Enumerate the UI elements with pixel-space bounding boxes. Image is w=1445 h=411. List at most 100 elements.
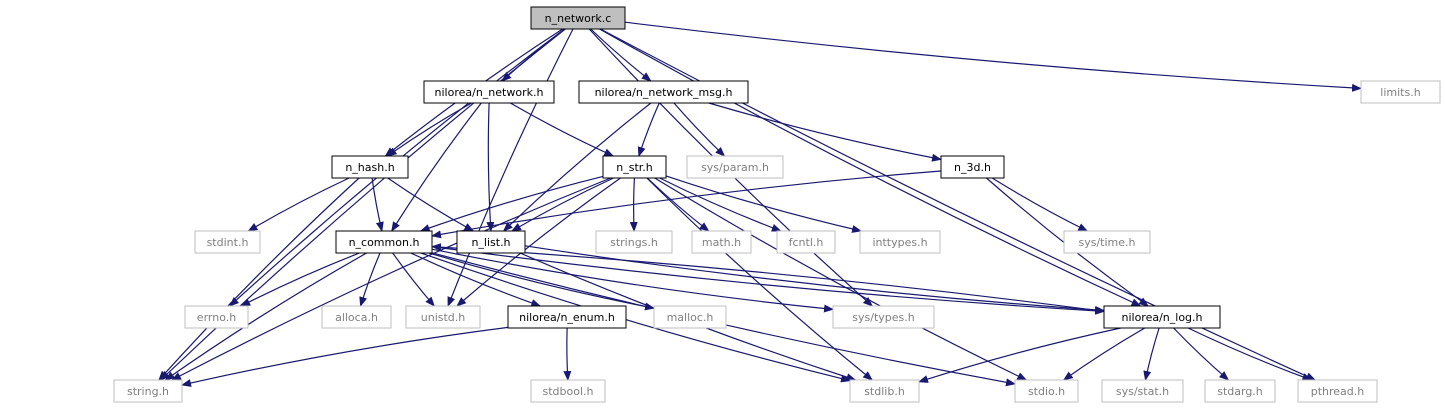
edge-n_common_h-to-sys_types_h: [431, 248, 834, 313]
node-nilorea-n-network-msg-h[interactable]: nilorea/n_network_msg.h: [578, 80, 749, 104]
node-box: [849, 379, 920, 403]
edge-n_network_c-to-string_h: [159, 28, 566, 381]
node-box: [940, 155, 1005, 179]
edge-nilorea_n_log_h-to-stdlib_h: [918, 327, 1121, 383]
node-string-h: string.h: [113, 379, 183, 403]
edges: [158, 21, 1362, 387]
node-label: sys/types.h: [852, 311, 914, 324]
node-stdarg-h: stdarg.h: [1204, 379, 1276, 403]
node-label: stdbool.h: [543, 385, 594, 398]
edge-n_network_c-to-limits_h: [624, 21, 1362, 92]
node-alloca-h: alloca.h: [321, 305, 392, 329]
node-box: [335, 230, 433, 254]
edge-n_str_h-to-stdio_h: [654, 177, 1028, 381]
edge-nilorea_n_enum_h-to-stdbool_h: [563, 327, 572, 381]
node-box: [602, 155, 667, 179]
edge-n_str_h-to-n_common_h: [419, 175, 604, 232]
node-label: sys/time.h: [1079, 236, 1136, 249]
node-box: [653, 305, 727, 329]
node-strings-h: strings.h: [595, 230, 673, 254]
edge-nilorea_n_network_h-to-n_common_h: [391, 102, 482, 232]
node-box: [194, 230, 261, 254]
node-label: fcntl.h: [789, 236, 824, 249]
node-stdbool-h: stdbool.h: [530, 379, 606, 403]
edge-n_str_h-to-unistd_h: [456, 177, 621, 307]
node-label: math.h: [702, 236, 741, 249]
edge-n_common_h-to-nilorea_n_log_h: [431, 246, 1105, 315]
node-box: [578, 80, 749, 104]
edge-nilorea_n_network_msg_h-to-sys_param_h: [673, 102, 726, 157]
node-box: [1204, 379, 1276, 403]
node-label: n_3d.h: [954, 161, 991, 174]
edge-n_hash_h-to-n_common_h: [371, 177, 384, 232]
node-n-str-h[interactable]: n_str.h: [602, 155, 667, 179]
node-unistd-h: unistd.h: [405, 305, 481, 329]
node-malloc-h: malloc.h: [653, 305, 727, 329]
edge-n_common_h-to-unistd_h: [392, 252, 435, 307]
node-label: n_str.h: [616, 161, 653, 174]
edge-nilorea_n_enum_h-to-string_h: [181, 326, 509, 387]
node-label: inttypes.h: [872, 236, 927, 249]
node-label: nilorea/n_network.h: [435, 86, 544, 99]
node-box: [1063, 230, 1151, 254]
node-nilorea-n-log-h[interactable]: nilorea/n_log.h: [1103, 305, 1221, 329]
node-box: [530, 6, 626, 30]
node-box: [859, 230, 941, 254]
node-box: [456, 230, 526, 254]
node-box: [1297, 379, 1378, 403]
node-box: [331, 155, 409, 179]
node-label: alloca.h: [335, 311, 378, 324]
node-n-common-h[interactable]: n_common.h: [335, 230, 433, 254]
edge-n_list_h-to-nilorea_n_log_h: [524, 245, 1105, 314]
edge-n_common_h-to-alloca_h: [359, 252, 381, 307]
edge-n_str_h-to-string_h: [171, 177, 611, 381]
node-box: [595, 230, 673, 254]
node-label: pthread.h: [1311, 385, 1365, 398]
node-box: [405, 305, 481, 329]
node-math-h: math.h: [691, 230, 752, 254]
node-nilorea-n-network-h[interactable]: nilorea/n_network.h: [423, 80, 555, 104]
edge-n_str_h-to-n_list_h: [511, 177, 614, 232]
edge-nilorea_n_log_h-to-n_common_h: [431, 243, 1105, 312]
edge-n_common_h-to-errno_h: [240, 252, 360, 307]
node-errno-h: errno.h: [184, 305, 249, 329]
node-box: [1014, 379, 1079, 403]
node-label: sys/param.h: [701, 161, 769, 174]
node-label: nilorea/n_network_msg.h: [595, 86, 733, 99]
node-label: stdlib.h: [864, 385, 905, 398]
node-box: [1103, 305, 1221, 329]
node-box: [113, 379, 183, 403]
edge-n_3d_h-to-n_common_h: [431, 170, 942, 239]
edge-nilorea_n_log_h-to-stdio_h: [1062, 327, 1146, 381]
node-n-hash-h[interactable]: n_hash.h: [331, 155, 409, 179]
node-label: strings.h: [610, 236, 658, 249]
edge-nilorea_n_log_h-to-stdarg_h: [1173, 327, 1230, 381]
node-fcntl-h: fcntl.h: [776, 230, 836, 254]
node-limits-h: limits.h: [1360, 80, 1441, 104]
edge-n_hash_h-to-string_h: [158, 177, 360, 381]
node-label: malloc.h: [667, 311, 714, 324]
node-sys-param-h: sys/param.h: [686, 155, 784, 179]
node-label: n_hash.h: [345, 161, 394, 174]
node-n-3d-h[interactable]: n_3d.h: [940, 155, 1005, 179]
edge-nilorea_n_log_h-to-sys_stat_h: [1143, 327, 1160, 381]
node-stdlib-h: stdlib.h: [849, 379, 920, 403]
node-box: [691, 230, 752, 254]
node-label: string.h: [127, 385, 169, 398]
node-nilorea-n-enum-h[interactable]: nilorea/n_enum.h: [507, 305, 627, 329]
edge-nilorea_n_network_h-to-n_str_h: [509, 102, 615, 157]
edge-n_3d_h-to-sys_time_h: [991, 177, 1089, 232]
edge-n_common_h-to-malloc_h: [428, 252, 655, 311]
node-label: unistd.h: [421, 311, 466, 324]
node-n-network-c[interactable]: n_network.c: [530, 6, 626, 30]
edge-n_network_c-to-nilorea_n_network_msg_h: [590, 28, 652, 82]
node-label: limits.h: [1380, 86, 1420, 99]
node-box: [776, 230, 836, 254]
node-n-list-h[interactable]: n_list.h: [456, 230, 526, 254]
node-box: [1360, 80, 1441, 104]
edge-n_str_h-to-stdlib_h: [646, 177, 873, 381]
edge-nilorea_n_network_msg_h-to-n_3d_h: [708, 102, 942, 162]
edge-n_common_h-to-stdlib_h: [420, 252, 851, 383]
edge-n_common_h-to-nilorea_n_enum_h: [410, 252, 542, 307]
edge-n_common_h-to-string_h: [164, 252, 367, 381]
